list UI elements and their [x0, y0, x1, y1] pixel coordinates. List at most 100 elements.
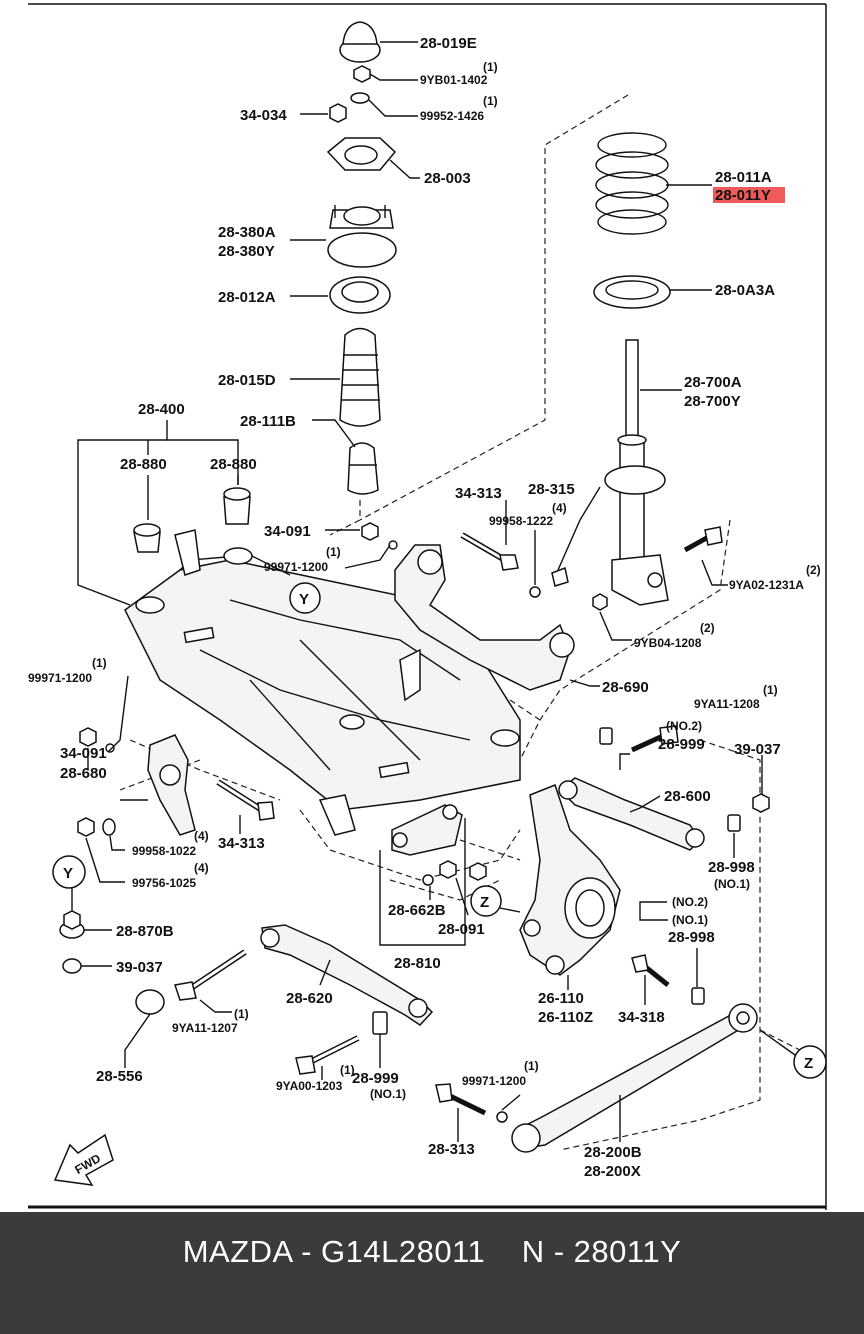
mount-cap [339, 21, 381, 63]
spring-seat-28-0A3A [593, 275, 671, 309]
label: (NO.1) [672, 913, 708, 927]
label: (1) [483, 60, 498, 74]
label: (1) [92, 656, 107, 670]
knuckle-26-110 [519, 784, 621, 976]
ref-z2: Z [804, 1055, 813, 1072]
bolt-28-315 [551, 566, 569, 587]
bump-stop-28-111B [347, 442, 379, 495]
label: (1) [234, 1007, 249, 1021]
mount-28-380 [327, 205, 397, 268]
label: 9YA11-1208 [694, 697, 760, 711]
trailing-link-28-200 [511, 1003, 758, 1153]
label: (NO.2) [672, 895, 708, 909]
label: 28-091 [438, 921, 485, 938]
label: 28-880 [120, 456, 167, 473]
bolt-34-313-a [460, 532, 519, 571]
bracket-28-810 [391, 804, 463, 856]
label: (2) [700, 621, 715, 635]
nut-34-034 [329, 103, 347, 123]
label: 28-870B [116, 923, 174, 940]
label: (4) [194, 861, 209, 875]
ref-circle-y1 [289, 582, 321, 614]
label: 99958-1222 [489, 514, 553, 528]
ref-circle-y2 [52, 855, 86, 889]
label: 28-700A [684, 374, 742, 391]
label: 99952-1426 [420, 109, 484, 123]
label: 34-313 [218, 835, 265, 852]
bolt-9YA00-1203 [295, 1035, 360, 1075]
ref-y1: Y [299, 591, 309, 608]
ref-circle-z1 [470, 885, 502, 917]
label-highlighted: 28-011Y [715, 187, 771, 204]
label: 9YA00-1203 [276, 1079, 343, 1093]
label: (1) [483, 94, 498, 108]
ref-z1: Z [480, 894, 489, 911]
label: (1) [763, 683, 778, 697]
label: 26-110Z [538, 1009, 593, 1026]
label: 28-556 [96, 1068, 143, 1085]
nut-28-870B [59, 910, 85, 939]
label: 28-012A [218, 289, 276, 306]
label: 9YA02-1231A [729, 578, 804, 592]
plate-28-003 [326, 137, 397, 171]
label: 28-011A [715, 169, 772, 186]
label: 99971-1200 [462, 1074, 526, 1088]
highlight-28-011Y [713, 187, 785, 203]
boot-28-015D [339, 327, 381, 427]
bolt-34-313-b [216, 779, 275, 821]
label: (NO.2) [666, 719, 702, 733]
label: 34-091 [264, 523, 311, 540]
label: 28-690 [602, 679, 649, 696]
label: (1) [524, 1059, 539, 1073]
bolt-9YA11-1207 [174, 949, 247, 1001]
link-28-600 [558, 777, 705, 851]
label: 28-662B [388, 902, 446, 919]
label: 99971-1200 [28, 671, 92, 685]
label: (1) [340, 1063, 355, 1077]
label: 28-313 [428, 1141, 475, 1158]
label: (1) [326, 545, 341, 559]
label: 34-034 [240, 107, 287, 124]
label: 34-318 [618, 1009, 665, 1026]
label: 28-019E [420, 35, 477, 52]
label: 28-620 [286, 990, 333, 1007]
label: 34-091 [60, 745, 107, 762]
label: 28-400 [138, 401, 185, 418]
upper-arm-28-690 [394, 544, 575, 691]
label: (NO.1) [370, 1087, 406, 1101]
label: 28-003 [424, 170, 471, 187]
label: 28-111B [240, 413, 296, 430]
label: 28-810 [394, 955, 441, 972]
label: 28-999 [352, 1070, 399, 1087]
label: 28-315 [528, 481, 575, 498]
bolt-9YA02 [683, 526, 723, 553]
label: 99971-1200 [264, 560, 328, 574]
bushing-left [133, 523, 161, 553]
label: 28-200B [584, 1144, 642, 1161]
label: 28-600 [664, 788, 711, 805]
label: 39-037 [734, 741, 781, 758]
label: 39-037 [116, 959, 163, 976]
label: 34-313 [455, 485, 502, 502]
bolt-28-313-b [435, 1083, 487, 1116]
nut-34-091-a [361, 522, 379, 541]
label: 28-015D [218, 372, 276, 389]
washer-small [350, 92, 370, 104]
part-labels: 28-019E (1) 9YB01-1402 (1) 99952-1426 34… [28, 35, 821, 1180]
label: 9YA11-1207 [172, 1021, 238, 1035]
label: 28-680 [60, 765, 107, 782]
bolt-34-318 [631, 954, 670, 987]
label: 28-998 [668, 929, 715, 946]
label: 28-998 [708, 859, 755, 876]
ref-y2: Y [63, 865, 73, 882]
ref-circle-z2 [793, 1045, 827, 1079]
leader-lines [71, 41, 796, 1142]
footer-bar: MAZDA - G14L28011 N - 28011Y [0, 1212, 864, 1334]
label: 99958-1022 [132, 844, 196, 858]
label: 9YB04-1208 [634, 636, 702, 650]
bolt-9YA11-1208 [630, 725, 679, 753]
label: (4) [194, 829, 209, 843]
label: (NO.1) [714, 877, 750, 891]
label: 28-0A3A [715, 282, 775, 299]
label: 9YB01-1402 [420, 73, 488, 87]
